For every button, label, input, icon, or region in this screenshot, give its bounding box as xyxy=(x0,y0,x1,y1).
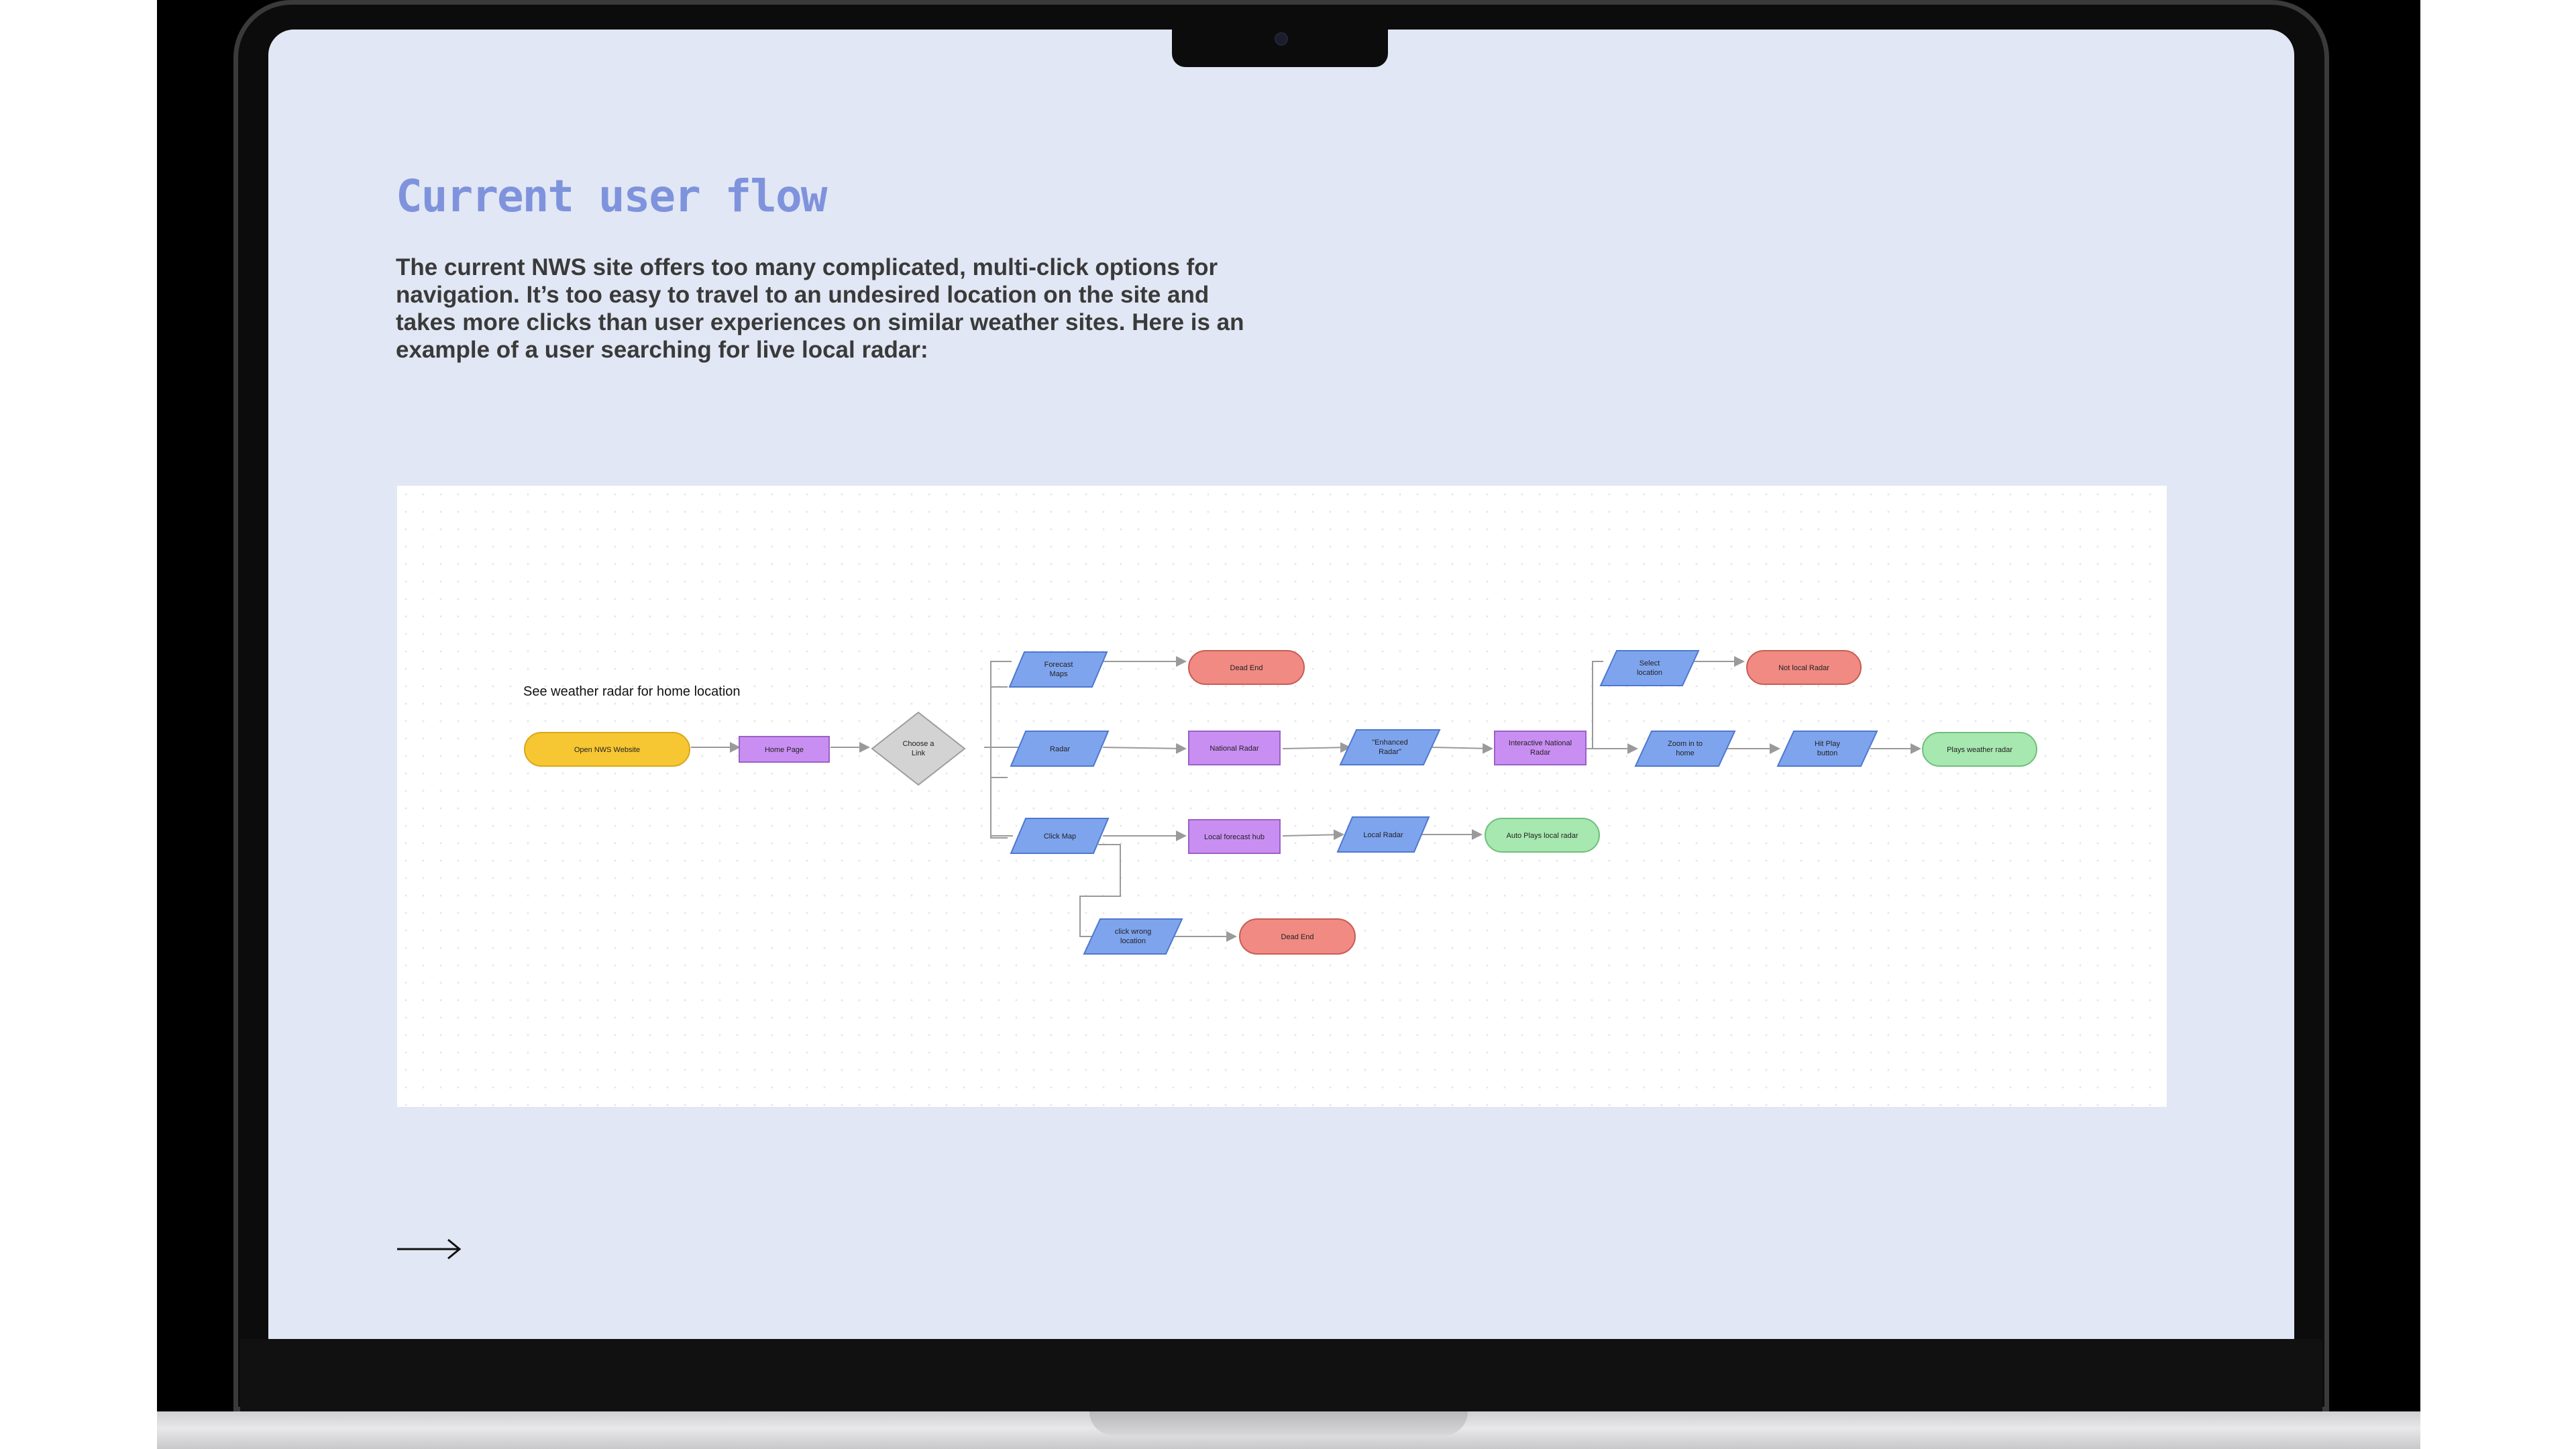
flow-connectors xyxy=(691,656,1921,942)
node-national-radar: National Radar xyxy=(1188,731,1281,765)
user-flow-diagram: See weather radar for home location Open… xyxy=(523,650,2037,955)
svg-text:Select: Select xyxy=(1640,659,1660,667)
node-hit-play: Hit Play button xyxy=(1776,731,1878,767)
node-plays-weather-radar: Plays weather radar xyxy=(1922,732,2037,767)
svg-text:Home Page: Home Page xyxy=(765,746,804,754)
svg-text:Plays weather radar: Plays weather radar xyxy=(1947,746,2012,754)
camera-icon xyxy=(1275,32,1288,46)
slide-title: Current user flow xyxy=(396,170,828,222)
svg-text:Link: Link xyxy=(912,749,926,757)
arrow-right-icon[interactable] xyxy=(396,1234,463,1264)
svg-text:location: location xyxy=(1637,669,1662,677)
svg-text:click wrong: click wrong xyxy=(1115,928,1151,936)
flowchart-panel: See weather radar for home location Open… xyxy=(397,486,2167,1107)
node-choose-link: Choose a Link xyxy=(871,711,966,786)
node-click-wrong-location: click wrong location xyxy=(1083,918,1183,955)
svg-text:Local forecast hub: Local forecast hub xyxy=(1204,833,1265,841)
flowchart-heading: See weather radar for home location xyxy=(523,684,741,699)
svg-text:National Radar: National Radar xyxy=(1210,745,1259,753)
svg-text:Auto Plays local radar: Auto Plays local radar xyxy=(1507,832,1578,840)
svg-text:Radar": Radar" xyxy=(1379,748,1401,756)
node-open-website: Open NWS Website xyxy=(524,732,690,767)
node-interactive-national-radar: Interactive National Radar xyxy=(1494,731,1587,765)
svg-text:location: location xyxy=(1120,937,1146,945)
node-dead-end-1: Dead End xyxy=(1188,650,1305,685)
node-radar: Radar xyxy=(1010,731,1110,767)
svg-text:Radar: Radar xyxy=(1530,749,1550,757)
node-enhanced-radar: "Enhanced Radar" xyxy=(1339,729,1441,765)
node-click-map: Click Map xyxy=(1010,818,1110,854)
svg-text:Interactive National: Interactive National xyxy=(1509,739,1572,747)
svg-text:Open NWS Website: Open NWS Website xyxy=(574,746,640,754)
svg-text:home: home xyxy=(1676,749,1695,757)
slide-description: The current NWS site offers too many com… xyxy=(396,254,1244,363)
node-local-forecast-hub: Local forecast hub xyxy=(1188,819,1281,854)
svg-text:Not local Radar: Not local Radar xyxy=(1778,664,1829,672)
node-not-local-radar: Not local Radar xyxy=(1746,650,1862,685)
node-auto-plays-local-radar: Auto Plays local radar xyxy=(1485,818,1600,853)
svg-text:Forecast: Forecast xyxy=(1044,661,1073,669)
svg-text:Zoom in to: Zoom in to xyxy=(1668,740,1703,748)
svg-text:Click Map: Click Map xyxy=(1044,833,1076,841)
node-select-location: Select location xyxy=(1599,650,1700,686)
svg-text:Dead End: Dead End xyxy=(1281,933,1314,941)
svg-text:"Enhanced: "Enhanced xyxy=(1372,739,1407,747)
svg-text:Radar: Radar xyxy=(1050,745,1070,753)
node-forecast-maps: Forecast Maps xyxy=(1008,651,1108,688)
node-zoom-home: Zoom in to home xyxy=(1634,731,1736,767)
svg-text:Dead End: Dead End xyxy=(1230,664,1263,672)
svg-text:Hit Play: Hit Play xyxy=(1815,740,1840,748)
svg-text:Maps: Maps xyxy=(1050,670,1068,678)
node-dead-end-2: Dead End xyxy=(1239,918,1356,955)
node-home-page: Home Page xyxy=(739,736,830,763)
laptop-chin xyxy=(240,1339,2322,1411)
laptop-base-groove xyxy=(1089,1411,1468,1436)
node-local-radar: Local Radar xyxy=(1336,816,1430,853)
slide-screen: Current user flow The current NWS site o… xyxy=(268,30,2294,1339)
svg-text:Choose a: Choose a xyxy=(902,740,934,748)
svg-text:button: button xyxy=(1817,749,1838,757)
svg-text:Local Radar: Local Radar xyxy=(1363,831,1403,839)
